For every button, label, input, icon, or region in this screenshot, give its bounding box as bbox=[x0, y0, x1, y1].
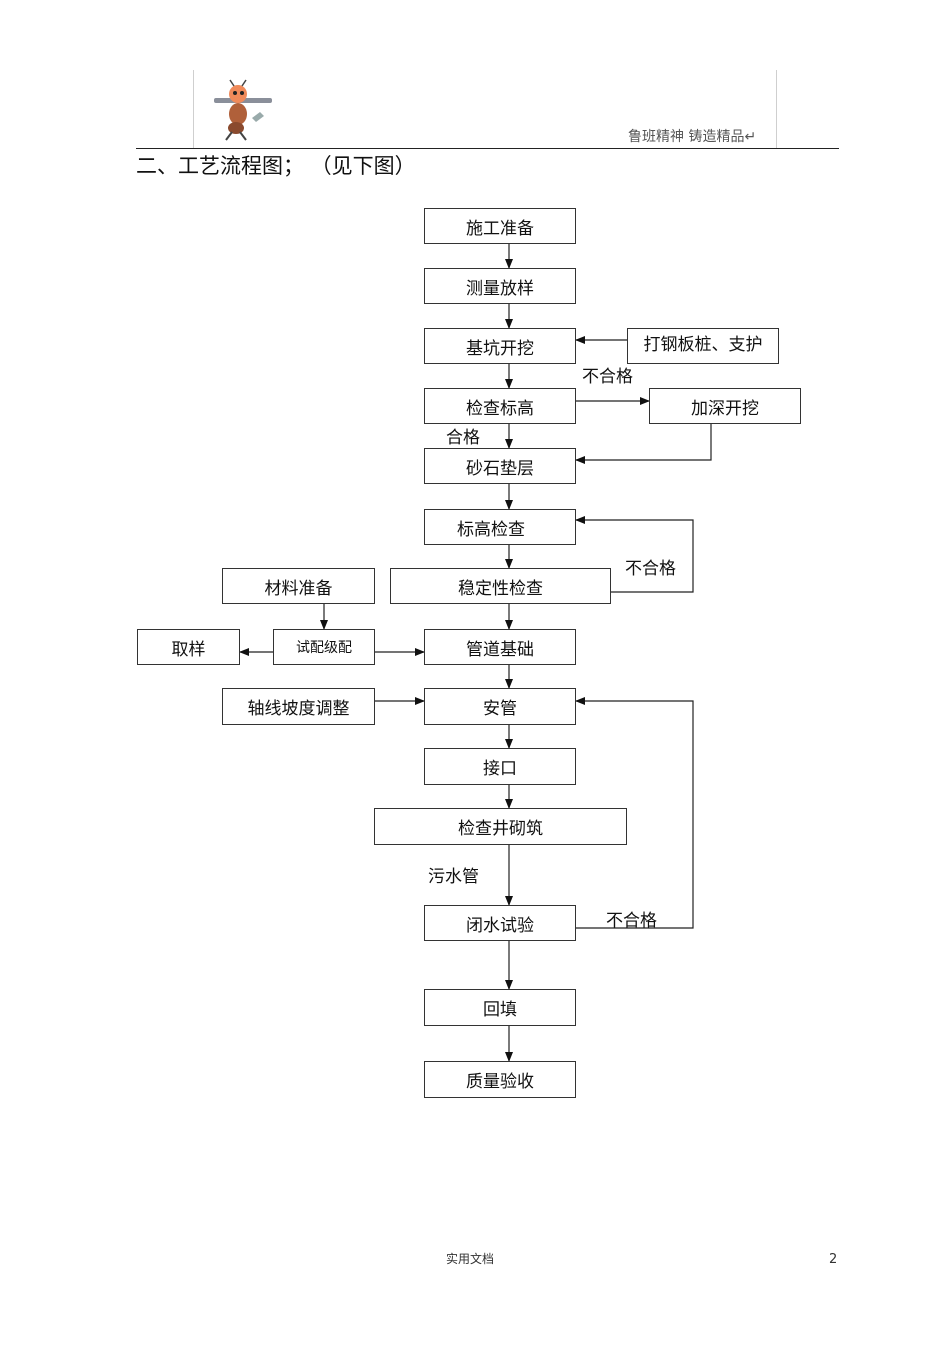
label-fail-check: 不合格 bbox=[582, 362, 633, 387]
step-material-prep: 材料准备 bbox=[222, 568, 375, 604]
step-pipe-foundation: 管道基础 bbox=[424, 629, 576, 665]
step-axis-slope-adjust: 轴线坡度调整 bbox=[222, 688, 375, 725]
page-number: 2 bbox=[829, 1252, 837, 1267]
step-stability-check: 稳定性检查 bbox=[390, 568, 611, 604]
arrow-deepen-to-gravel bbox=[576, 424, 711, 460]
label-fail-stability: 不合格 bbox=[625, 554, 676, 579]
step-mix-design: 试配级配 bbox=[273, 629, 375, 665]
step-sheet-pile-support: 打钢板桩、支护 bbox=[627, 328, 779, 364]
step-backfill: 回填 bbox=[424, 989, 576, 1026]
label-sewage-pipe: 污水管 bbox=[428, 862, 479, 887]
step-manhole-masonry: 检查井砌筑 bbox=[374, 808, 627, 845]
label-pass-check: 合格 bbox=[446, 423, 480, 448]
step-sampling: 取样 bbox=[137, 629, 240, 665]
step-elevation-check: 标高检查 bbox=[424, 509, 576, 545]
footer-doc-label: 实用文档 bbox=[446, 1250, 494, 1267]
step-check-elevation: 检查标高 bbox=[424, 388, 576, 424]
step-closed-water-test: 闭水试验 bbox=[424, 905, 576, 941]
step-construction-prep: 施工准备 bbox=[424, 208, 576, 244]
step-quality-acceptance: 质量验收 bbox=[424, 1061, 576, 1098]
label-fail-watertest: 不合格 bbox=[606, 906, 657, 931]
step-deepen-excavation: 加深开挖 bbox=[649, 388, 801, 424]
step-gravel-cushion: 砂石垫层 bbox=[424, 448, 576, 484]
step-pit-excavation: 基坑开挖 bbox=[424, 328, 576, 364]
step-joint: 接口 bbox=[424, 748, 576, 785]
step-pipe-install: 安管 bbox=[424, 688, 576, 725]
step-survey-layout: 测量放样 bbox=[424, 268, 576, 304]
